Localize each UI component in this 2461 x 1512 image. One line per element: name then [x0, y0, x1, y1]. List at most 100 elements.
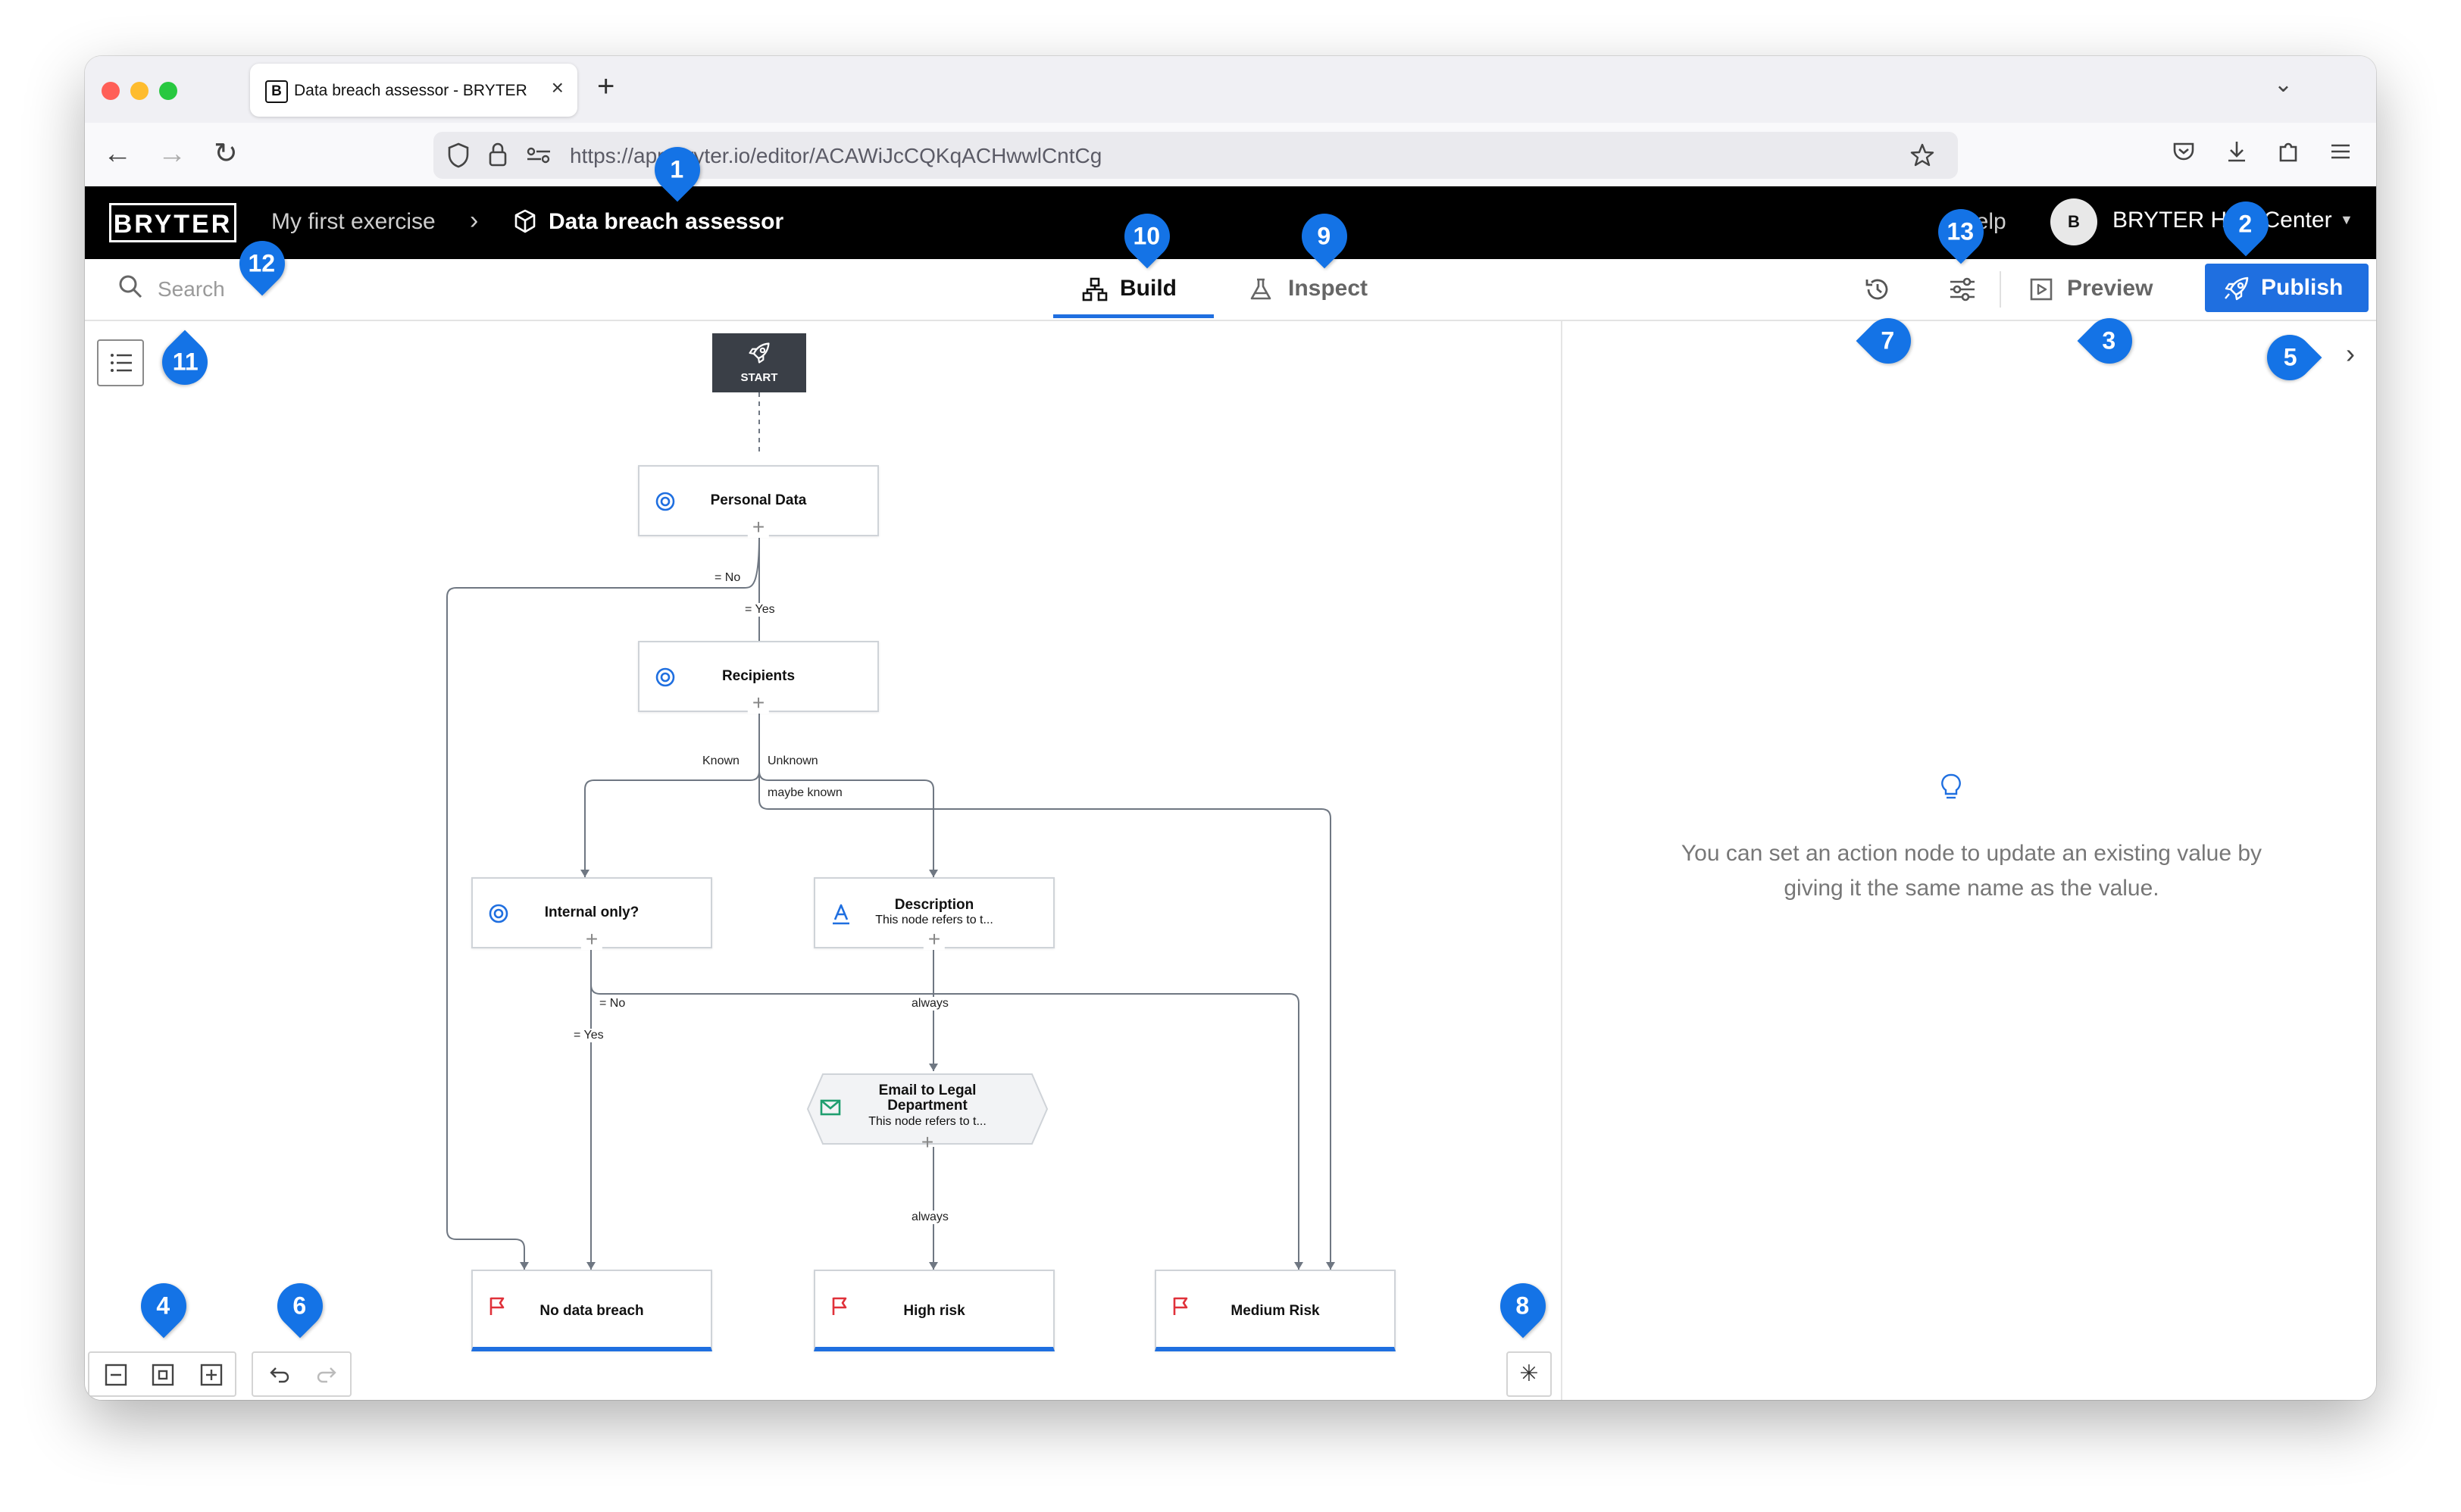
zoom-out-icon[interactable] [105, 1364, 127, 1386]
text-input-icon [833, 904, 849, 925]
node-personal-data[interactable]: Personal Data + [638, 465, 879, 538]
node-title: Medium Risk [1230, 1303, 1320, 1319]
flag-icon [489, 1297, 505, 1315]
node-high-risk[interactable]: High risk [814, 1270, 1055, 1351]
asterisk-icon: ✳ [1519, 1361, 1539, 1386]
history-icon[interactable] [1862, 274, 1893, 305]
node-title: Description [894, 897, 974, 913]
pocket-icon[interactable] [2172, 139, 2196, 164]
editor-toolbar: Search Build Inspect Preview Publish [85, 259, 2376, 321]
node-title: Email to Legal Department [878, 1082, 977, 1114]
new-tab-button[interactable]: + [597, 70, 615, 103]
email-icon [820, 1099, 841, 1116]
tab-inspect-label: Inspect [1288, 276, 1368, 301]
node-title: High risk [903, 1303, 965, 1319]
site-settings-icon[interactable] [526, 147, 552, 164]
download-icon[interactable] [2225, 139, 2249, 164]
add-node-button[interactable]: + [747, 517, 770, 538]
extensions-icon[interactable] [2276, 139, 2300, 164]
account-name[interactable]: BRYTER Help Center [2112, 208, 2332, 233]
maximize-window-button[interactable] [159, 82, 177, 100]
zoom-reset-icon[interactable] [152, 1364, 174, 1386]
minimize-window-button[interactable] [130, 82, 149, 100]
lock-icon [489, 142, 507, 167]
breadcrumb-project[interactable]: My first exercise [271, 209, 436, 234]
publish-button[interactable]: Publish [2205, 264, 2369, 312]
app-header: BRYTER My first exercise › Data breach a… [85, 186, 2376, 259]
tab-build[interactable]: Build [1053, 259, 1214, 318]
node-title: Recipients [721, 668, 796, 684]
panel-collapse-chevron-icon[interactable]: › [2346, 338, 2355, 369]
start-label: START [740, 371, 778, 384]
build-tree-icon [1082, 277, 1108, 301]
auto-layout-button[interactable]: ✳ [1506, 1351, 1552, 1397]
avatar[interactable]: B [2050, 198, 2097, 245]
back-arrow-icon[interactable]: ← [103, 138, 132, 170]
menu-icon[interactable] [2329, 139, 2352, 164]
url-text: https://app.bryter.io/editor/ACAWiJcCQKq… [570, 144, 1102, 167]
node-subtitle: This node refers to t... [875, 914, 993, 926]
breadcrumb-module: Data breach assessor [549, 209, 784, 234]
radio-question-icon [655, 492, 675, 511]
shield-icon [448, 142, 469, 168]
account-caret-icon[interactable]: ▼ [2340, 212, 2353, 227]
rocket-icon [2225, 276, 2249, 301]
favicon-icon: B [265, 80, 288, 103]
undo-redo-controls [252, 1351, 352, 1397]
node-title: No data breach [539, 1303, 644, 1319]
edge-label: = Yes [743, 603, 777, 617]
search-input[interactable]: Search [158, 277, 225, 301]
edge-label: = Yes [571, 1029, 606, 1042]
edge-label: always [909, 1211, 951, 1224]
settings-sliders-icon[interactable] [1947, 274, 1978, 305]
tab-close-icon[interactable]: × [551, 76, 564, 99]
panel-hint: You can set an action node to update an … [1681, 841, 2262, 901]
list-icon [111, 354, 132, 372]
zoom-in-icon[interactable] [200, 1364, 223, 1386]
forward-arrow-icon[interactable]: → [158, 138, 186, 170]
tab-inspect[interactable]: Inspect [1249, 259, 1400, 318]
node-email-legal[interactable]: Email to Legal Department This node refe… [806, 1073, 1049, 1154]
edge-label: = No [712, 571, 743, 585]
flow-canvas[interactable]: START Personal Data + Recipients + Inter… [85, 321, 1561, 1400]
flow-connectors [446, 392, 1335, 1270]
redo-icon[interactable] [315, 1364, 338, 1386]
toolbar-divider [2000, 271, 2001, 308]
close-window-button[interactable] [102, 82, 120, 100]
breadcrumb-separator-icon: › [470, 206, 479, 235]
node-recipients[interactable]: Recipients + [638, 641, 879, 714]
add-node-button[interactable]: + [921, 1130, 934, 1154]
node-title: Internal only? [544, 904, 639, 920]
tab-build-label: Build [1120, 276, 1177, 301]
browser-window: B Data breach assessor - BRYTER × + ⌄ ← … [85, 56, 2376, 1400]
node-title: Personal Data [710, 492, 807, 508]
radio-question-icon [655, 667, 675, 687]
tab-title: Data breach assessor - BRYTER [294, 82, 527, 99]
start-rocket-icon [749, 342, 770, 364]
module-cube-icon [514, 209, 536, 233]
lightbulb-icon [1941, 773, 1961, 799]
tab-list-chevron-icon[interactable]: ⌄ [2273, 72, 2293, 97]
preview-play-icon [2030, 278, 2053, 301]
bryter-logo[interactable]: BRYTER [109, 203, 236, 242]
outline-toggle-button[interactable] [97, 339, 144, 386]
add-node-button[interactable]: + [923, 929, 946, 950]
bookmark-star-icon[interactable] [1909, 142, 1935, 168]
edge-label: = No [597, 997, 628, 1011]
undo-icon[interactable] [268, 1364, 291, 1386]
flask-icon [1250, 278, 1271, 300]
edge-label: Known [700, 754, 742, 768]
node-description[interactable]: Description This node refers to t... + [814, 877, 1055, 950]
edge-label: maybe known [765, 786, 845, 800]
browser-tab[interactable]: B Data breach assessor - BRYTER × [250, 64, 577, 117]
add-node-button[interactable]: + [580, 929, 603, 950]
preview-label: Preview [2067, 276, 2153, 301]
start-node[interactable]: START [712, 333, 806, 392]
add-node-button[interactable]: + [747, 692, 770, 714]
node-no-data-breach[interactable]: No data breach [471, 1270, 712, 1351]
reload-icon[interactable]: ↻ [214, 138, 238, 170]
edge-label: Unknown [765, 754, 821, 768]
node-medium-risk[interactable]: Medium Risk [1155, 1270, 1396, 1351]
radio-question-icon [489, 904, 508, 923]
node-internal-only[interactable]: Internal only? + [471, 877, 712, 950]
